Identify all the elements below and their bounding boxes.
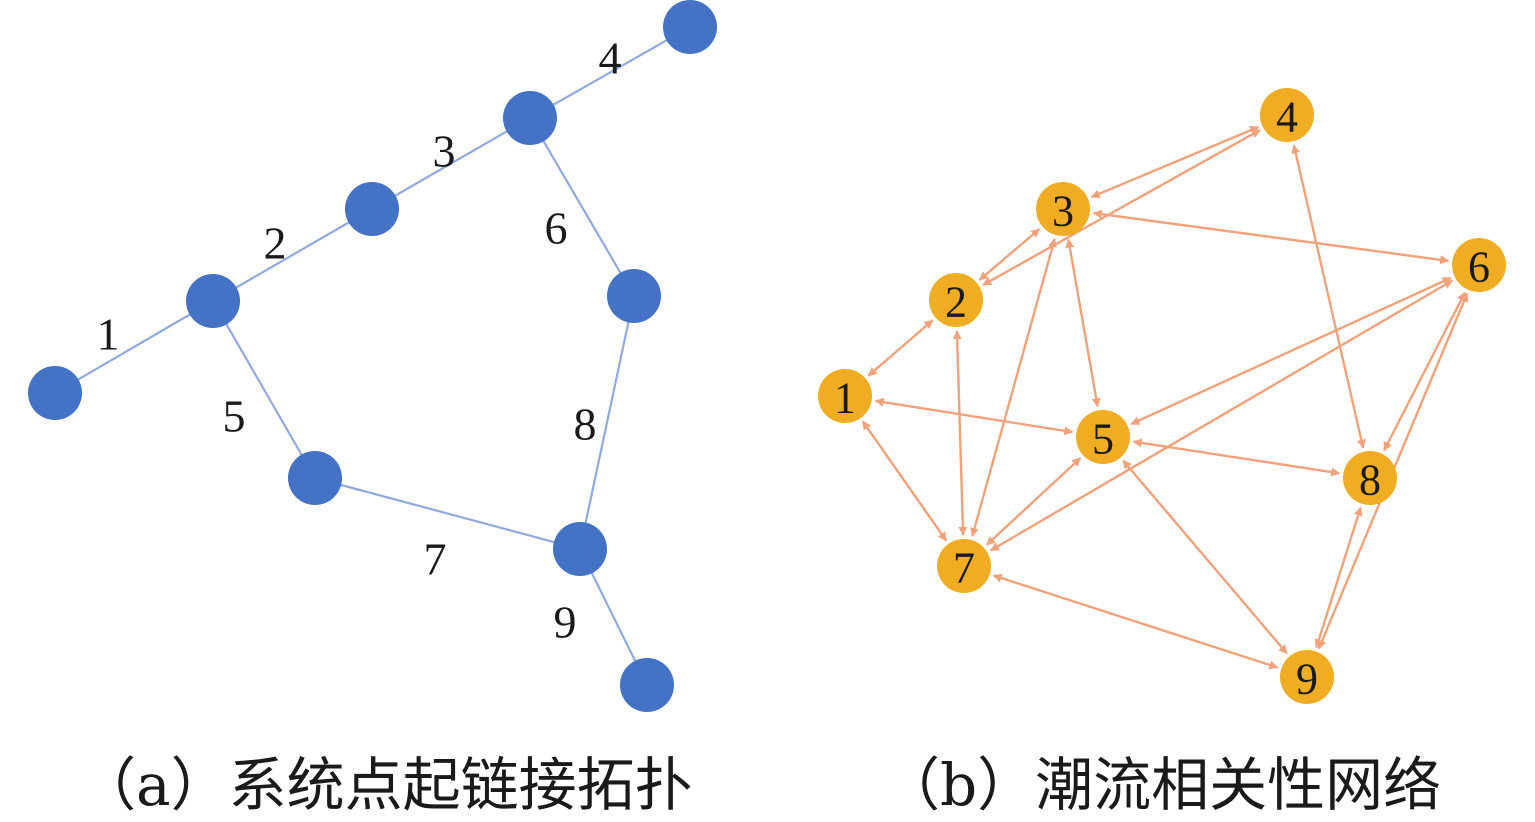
panel-a-edges — [54, 26, 691, 686]
panel-b-edge-8-9 — [1314, 506, 1363, 649]
panel-b-edge-1-2 — [867, 319, 934, 377]
panel-a-edge-2 — [212, 208, 373, 302]
panel-b-edge-1-5 — [874, 397, 1074, 436]
panel-a-node — [288, 451, 342, 505]
panel-b-node-label: 2 — [945, 278, 967, 327]
panel-b-node-9: 9 — [1280, 650, 1334, 704]
panel-b-node-circle — [1452, 238, 1506, 292]
panel-b-node-label: 9 — [1296, 655, 1318, 704]
panel-b-nodes: 1 2 3 4 5 6 7 8 9 — [818, 88, 1506, 704]
panel-b-edge-2-3 — [978, 228, 1041, 281]
panel-b-node-1: 1 — [818, 369, 872, 423]
panel-a-edge-6 — [529, 117, 635, 297]
panel-b-edge-6-8 — [1383, 291, 1466, 452]
panel-b-node-2: 2 — [929, 273, 983, 327]
panel-a-edge-label: 5 — [223, 391, 246, 442]
panel-b-node-circle — [1036, 182, 1090, 236]
panel-b-edge-2-7 — [952, 330, 968, 536]
panel-a-edge-label: 1 — [97, 309, 120, 360]
panel-b-node-4: 4 — [1260, 88, 1314, 142]
panel-b-edge-1-7 — [861, 420, 948, 542]
panel-a-edge-label: 7 — [424, 534, 447, 585]
panel-a-edge-4 — [529, 26, 691, 119]
panel-a-node — [503, 91, 557, 145]
panel-b-edge-5-8 — [1132, 438, 1341, 477]
panel-b-node-6: 6 — [1452, 238, 1506, 292]
panel-a-node — [607, 269, 661, 323]
panel-b-edge-4-8 — [1291, 144, 1366, 449]
panel-b-edge-3-5 — [1065, 238, 1101, 408]
panel-b-node-label: 8 — [1359, 456, 1381, 505]
panel-b-node-7: 7 — [937, 539, 991, 593]
panel-b-edge-7-9 — [992, 573, 1279, 670]
panel-b-node-circle — [929, 273, 983, 327]
panel-b-edge-5-6 — [1130, 276, 1452, 426]
panel-b-node-circle — [1260, 88, 1314, 142]
caption-panel-a: （a）系统点起链接拓扑 — [78, 751, 693, 819]
panel-a-node — [28, 366, 82, 420]
panel-a-edge-label: 3 — [433, 126, 456, 177]
panel-a-edge-label: 8 — [574, 399, 597, 450]
panel-a-node — [553, 522, 607, 576]
panel-a-edge-label: 4 — [599, 33, 622, 84]
panel-b-node-8: 8 — [1343, 451, 1397, 505]
panel-b-node-circle — [1343, 451, 1397, 505]
panel-a-node — [345, 182, 399, 236]
panel-b-node-label: 6 — [1468, 243, 1490, 292]
panel-a-edge-3 — [371, 117, 531, 210]
panel-b-node-5: 5 — [1076, 410, 1130, 464]
panel-a-node — [663, 0, 717, 54]
panel-a-topology: 1 2 3 4 5 6 7 8 9 — [28, 0, 717, 712]
panel-b-node-label: 7 — [953, 544, 975, 593]
panel-a-edge-label: 6 — [545, 203, 568, 254]
panel-b-edge-5-7 — [985, 457, 1082, 546]
panel-b-node-label: 5 — [1092, 415, 1114, 464]
panel-a-edge-label: 9 — [554, 597, 577, 648]
panel-b-node-label: 4 — [1276, 93, 1298, 142]
panel-a-nodes — [28, 0, 717, 712]
panel-a-edge-8 — [578, 295, 636, 550]
panel-b-node-circle — [1280, 650, 1334, 704]
panel-b-edges — [861, 125, 1469, 670]
panel-b-node-label: 1 — [834, 374, 856, 423]
panel-b-node-3: 3 — [1036, 182, 1090, 236]
panel-a-edge-1 — [54, 300, 214, 394]
panel-a-edge-5 — [212, 300, 316, 479]
panel-b-edge-3-4 — [1090, 125, 1260, 199]
panel-b-node-circle — [937, 539, 991, 593]
caption-panel-b: （b）潮流相关性网络 — [882, 751, 1442, 819]
panel-a-node — [620, 658, 674, 712]
panel-b-edge-2-4 — [982, 129, 1261, 286]
panel-b-edge-6-7 — [990, 279, 1453, 552]
panel-b-edge-3-6 — [1092, 209, 1450, 265]
panel-a-node — [186, 274, 240, 328]
panel-a-edge-7 — [314, 476, 581, 551]
panel-a-edge-label: 2 — [264, 218, 287, 269]
panel-b-correlation-network: 1 2 3 4 5 6 7 8 9 — [818, 88, 1506, 704]
panel-b-node-circle — [1076, 410, 1130, 464]
panel-a-edge-labels: 1 2 3 4 5 6 7 8 9 — [97, 33, 622, 648]
panel-b-node-circle — [818, 369, 872, 423]
panel-b-node-label: 3 — [1052, 187, 1074, 236]
